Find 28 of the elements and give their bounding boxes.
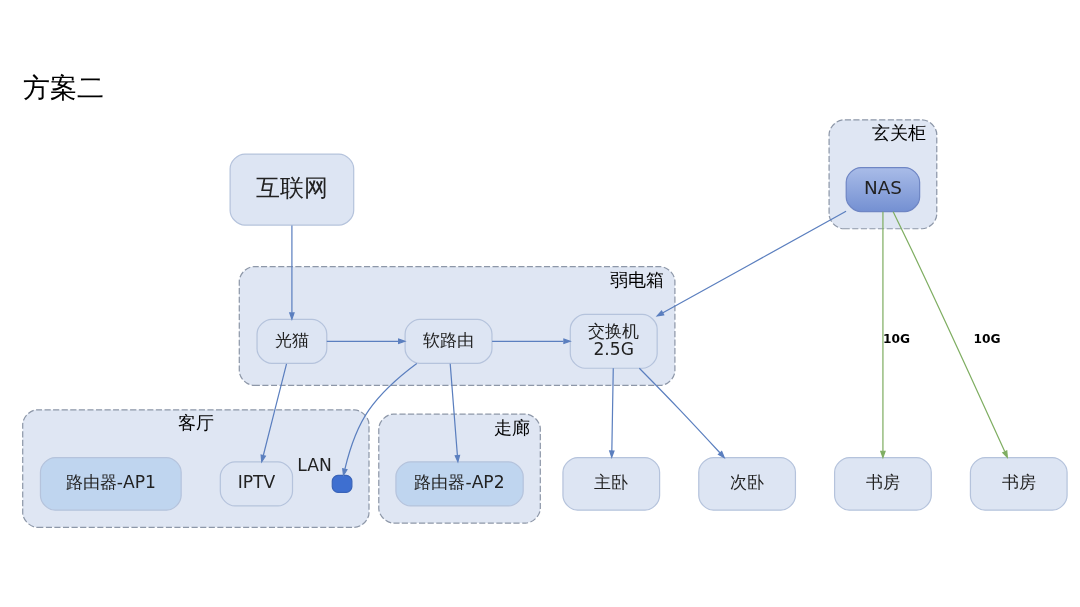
arrow xyxy=(449,362,461,463)
node-box: 路由器-AP1 xyxy=(39,456,182,511)
node-box: NAS xyxy=(845,166,921,212)
node-box: 主卧 xyxy=(562,456,661,511)
node-box: IPTV xyxy=(219,460,294,506)
node-box: 互联网 xyxy=(229,153,355,226)
arrow xyxy=(260,362,288,463)
node-box: 路由器-AP2 xyxy=(395,460,524,506)
node-box: 交换机 2.5G xyxy=(569,313,658,369)
arrow xyxy=(491,337,572,344)
diagram-title: 方案二 xyxy=(22,71,104,103)
arrow xyxy=(879,210,886,459)
node-label: LAN xyxy=(297,454,332,475)
node-box xyxy=(331,474,353,493)
node-box: 次卧 xyxy=(698,456,797,511)
node-box: 软路由 xyxy=(404,318,493,364)
node-box: 光猫 xyxy=(256,318,328,364)
arrow xyxy=(655,210,847,317)
node-box: 书房 xyxy=(969,456,1068,511)
edge-label: 10G xyxy=(973,331,1001,346)
arrow xyxy=(288,224,295,321)
node-box: 书房 xyxy=(834,456,932,511)
arrow xyxy=(638,367,726,459)
arrow xyxy=(892,210,1009,459)
edge-label: 10G xyxy=(882,331,910,346)
arrow xyxy=(342,362,418,477)
arrow xyxy=(326,337,407,344)
arrow xyxy=(608,367,615,459)
